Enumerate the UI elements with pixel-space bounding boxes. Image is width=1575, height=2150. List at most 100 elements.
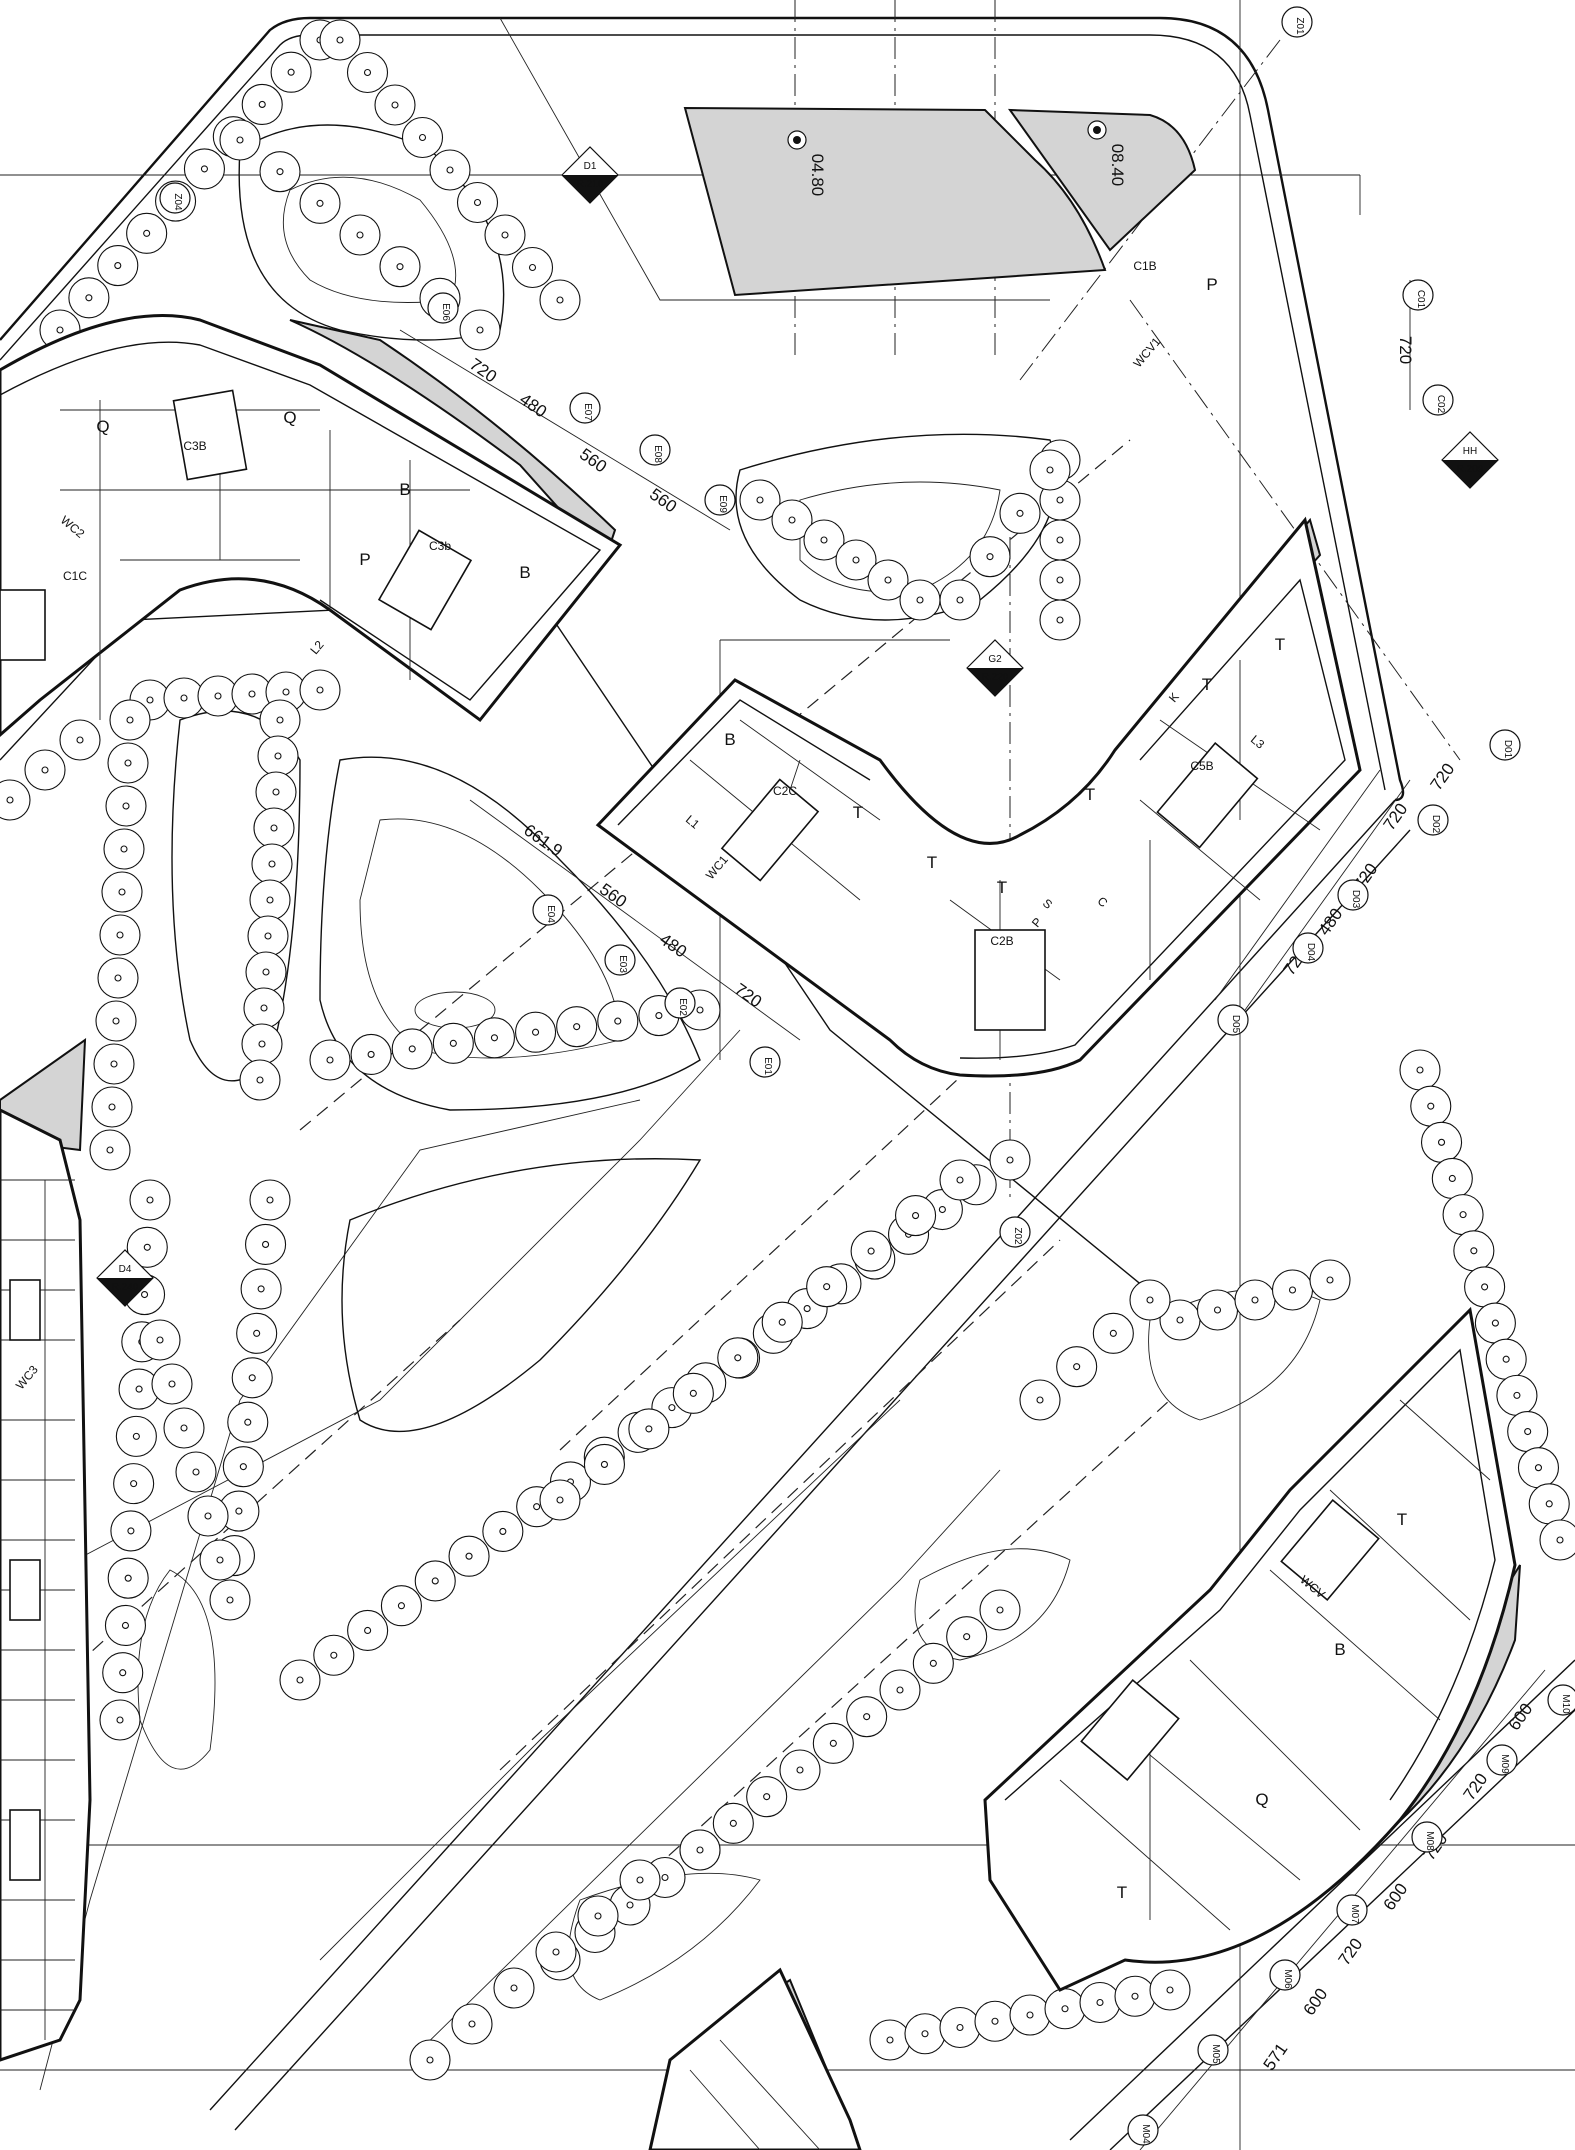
grid-bubble-label: E01 [762,1057,773,1075]
tree-trunk [192,1468,200,1476]
tree-trunk [326,1056,334,1064]
grid-bubble-label: M04 [1140,2124,1151,2144]
tree-trunk [912,1212,920,1220]
tree-trunk [270,824,278,832]
tree-trunk [114,974,122,982]
unit-tag: T [1397,1510,1407,1529]
core-label: C2C [773,784,797,798]
tree-trunk [282,688,290,696]
tree-trunk [253,1329,261,1337]
tree-trunk [200,165,208,173]
tree-trunk [274,752,282,760]
tree-trunk [501,231,509,239]
tree-trunk [132,1432,140,1440]
tree-trunk [180,1424,188,1432]
unit-tag: T [997,878,1007,897]
dimension-label: 720 [1380,800,1412,834]
tree-trunk [996,1606,1004,1614]
tree-trunk [214,692,222,700]
tree-trunk [336,36,344,44]
tree-trunk [108,1103,116,1111]
tree-trunk [778,1318,786,1326]
grid-bubble-label: E07 [582,403,593,421]
dimension-label: 720 [731,980,765,1012]
tree-trunk [264,932,272,940]
grid-bubble-label: D02 [1430,815,1441,834]
tree-trunk [1448,1174,1456,1183]
unit-tag: B [1334,1640,1345,1659]
building-lower-right [983,1306,1517,1992]
tree-trunk [1427,1102,1435,1110]
tree-trunk [41,766,49,774]
tree-trunk [636,1876,644,1884]
tree-trunk [1166,1986,1174,1994]
tree-trunk [266,1196,274,1204]
tree-trunk [896,1686,904,1694]
tree-trunk [367,1050,375,1058]
tree-trunk [1046,466,1054,474]
section-mark-code: D1 [584,161,597,172]
tree-trunk [1251,1296,1259,1304]
tree-trunk [655,1012,663,1020]
grid-bubble [159,182,191,214]
tree-trunk [528,263,537,272]
tree-trunk [1036,1396,1044,1404]
tree-trunk [938,1205,946,1214]
unit-tag: B [724,730,735,749]
grid-bubble [1402,279,1434,311]
tree-trunk [1326,1276,1334,1284]
grid-bubble-label: M06 [1282,1969,1293,1989]
tree-trunk [276,168,284,176]
grid-bubble-label: D03 [1350,890,1361,909]
unit-tag: Q [283,408,296,427]
tree-trunk [696,1846,704,1854]
grid-bubble [1269,1959,1301,1991]
tree-trunk [556,296,564,304]
section-mark-ref: R.210 [577,179,604,190]
tree-trunk [696,1006,704,1014]
room-label: L2 [307,638,327,657]
tree-trunk [1176,1316,1184,1324]
grid-bubble [1547,1684,1575,1716]
tree-trunk [594,1912,602,1920]
grid-bubble [1486,1744,1518,1776]
unit-tag: T [1202,675,1212,694]
tree-trunk [689,1389,697,1397]
dimension-label: 720 [466,355,500,387]
tree-trunk [120,845,128,853]
tree-trunk [119,1669,127,1677]
tree-trunk [363,68,372,77]
tree-trunk [1131,1992,1139,2000]
tree-trunk [143,229,151,237]
tree-trunk [446,166,454,174]
tree-trunk [272,788,280,796]
tree-trunk [867,1247,875,1255]
tree-trunk [956,2023,964,2032]
grid-bubble [1489,729,1521,761]
tree-trunk [127,1527,135,1535]
tree-trunk [734,1354,742,1362]
dimension-label: 720 [1396,336,1415,364]
tree-trunk [276,716,284,724]
tree-trunk [258,1040,266,1048]
unit-tag: Q [1255,1790,1268,1809]
tree-trunk [916,596,924,604]
tree-trunk [465,1552,473,1560]
grid-bubble-label: E06 [440,303,451,321]
dimension-label: 571 [1260,2040,1292,2074]
tree-trunk [1213,1306,1222,1314]
tree-trunk [852,556,860,564]
grid-bubble [604,944,636,976]
tree-trunk [645,1425,653,1433]
tree-trunk [661,1873,669,1882]
unit-tag: T [1275,635,1285,654]
section-mark-fill [562,175,618,203]
tree-trunk [1545,1500,1553,1508]
tree-trunk [929,1659,937,1667]
tree-trunk [431,1577,439,1585]
tree-trunk [260,1004,268,1012]
unit-tag: P [1206,275,1217,294]
building-upper-left [0,314,623,737]
tree-trunk [248,1374,256,1382]
tree-trunk [296,1676,304,1684]
